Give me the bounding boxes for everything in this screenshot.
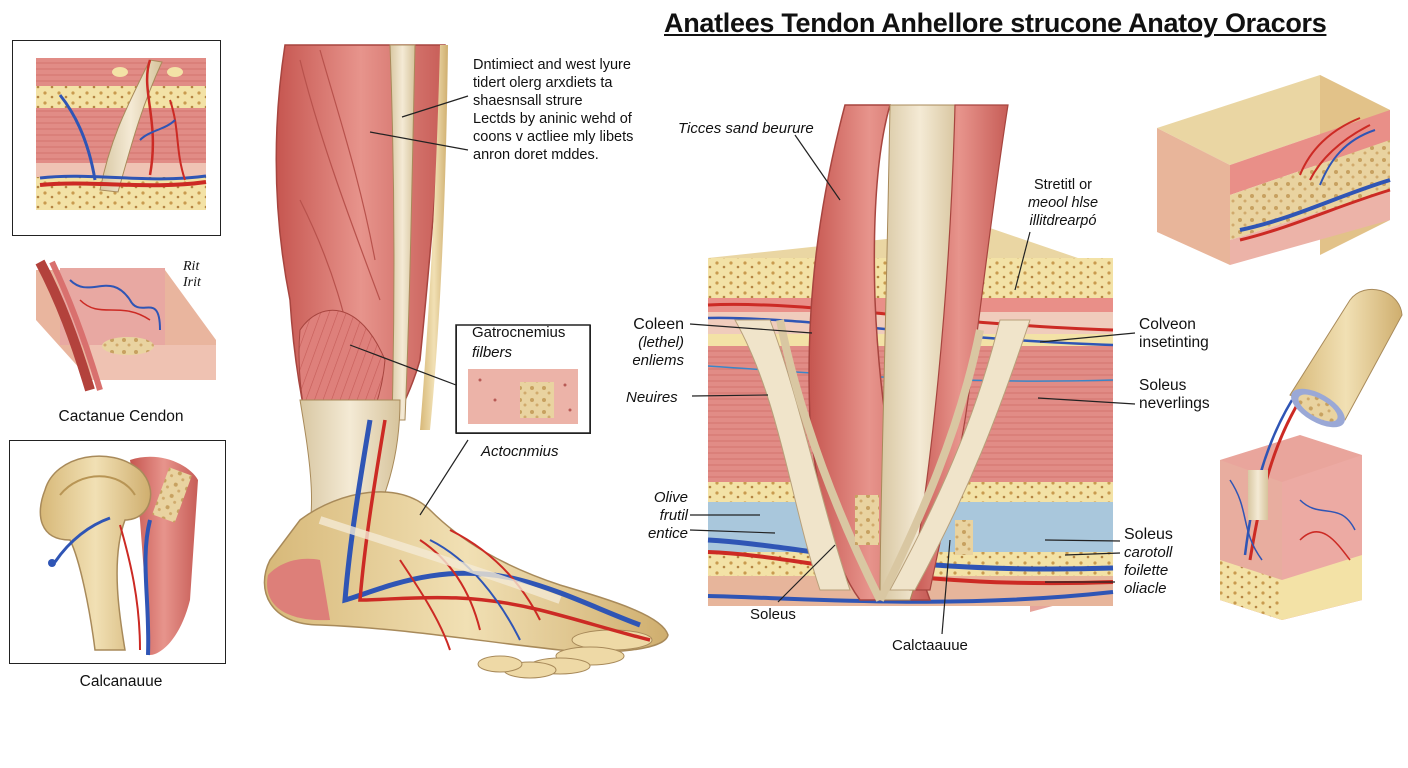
leader-lines xyxy=(349,95,1136,635)
label-stretti-line: meool hlse xyxy=(1027,195,1099,211)
label-coleen-line: Coleen xyxy=(633,316,684,333)
label-colveon-line: Colveon xyxy=(1139,316,1196,333)
label-calctaauue: Calctaauue xyxy=(892,637,968,654)
label-olive: Olive frutil entice xyxy=(600,489,688,543)
tissue-block-top-right xyxy=(1157,75,1391,265)
label-gastrocnemius: Gatrocnemius xyxy=(472,324,566,341)
label-soleus-bottom: Soleus xyxy=(750,606,796,623)
label-soleus-neverlings-line: neverlings xyxy=(1139,395,1210,412)
label-coleen-line: enliems xyxy=(632,352,684,369)
label-actocnmius: Actocnmius xyxy=(481,443,559,460)
label-rit-line: Rit xyxy=(183,259,200,274)
label-fibers: filbers xyxy=(472,344,513,361)
label-soleus-carotoll-line: carotoll xyxy=(1124,544,1173,561)
label-soleus-neverlings-line: Soleus xyxy=(1139,377,1187,394)
tissue-block-center xyxy=(707,104,1114,612)
label-colveon-line: insetinting xyxy=(1139,334,1209,351)
label-olive-line: Olive xyxy=(653,489,688,506)
label-olive-line: entice xyxy=(647,525,688,542)
tissue-section-top-left xyxy=(36,58,207,210)
label-cactanue-cendon: Cactanue Cendon xyxy=(58,408,184,425)
label-rit-line: Irit xyxy=(183,275,201,290)
label-soleus-carotoll: Soleus carotoll foilette oliacle xyxy=(1124,526,1173,598)
tendon-block-middle-left xyxy=(35,259,216,392)
tissue-block-bottom-right xyxy=(1220,288,1403,620)
label-tissues: Ticces sand beurure xyxy=(678,120,814,137)
top-note: Dntimiect and west lyure tidert olerg ar… xyxy=(473,56,633,164)
heel-bone-bottom-left xyxy=(39,455,198,656)
frame-top-left xyxy=(12,40,221,236)
top-note-line: anron doret mddes. xyxy=(473,147,599,163)
label-colveon: Colveon insetinting xyxy=(1139,316,1209,352)
leg-and-foot xyxy=(263,44,669,679)
label-soleus-neverlings: Soleus neverlings xyxy=(1139,377,1210,413)
top-note-line: coons v actliee mly libets xyxy=(473,129,634,145)
label-rit: Rit Irit xyxy=(183,259,201,291)
top-note-line: Dntimiect and west lyure xyxy=(473,57,631,73)
label-stretti: Stretitl or meool hlse illitdrearpó xyxy=(1004,176,1122,230)
frame-gastrocnemius xyxy=(456,325,591,434)
label-coleen-line: (lethel) xyxy=(638,334,684,351)
top-note-line: Lectds by aninic wehd of xyxy=(473,111,632,127)
frame-bottom-left xyxy=(9,440,226,664)
label-stretti-line: illitdrearpó xyxy=(1029,213,1097,229)
label-gastrocnemius-fibers: Gatrocnemius filbers xyxy=(472,323,565,363)
label-coleen: Coleen (lethel) enliems xyxy=(600,316,684,370)
label-soleus-carotoll-line: oliacle xyxy=(1124,580,1167,597)
label-soleus-carotoll-line: foilette xyxy=(1124,562,1169,579)
top-note-line: tidert olerg arxdiets ta xyxy=(473,75,613,91)
label-soleus-carotoll-line: Soleus xyxy=(1124,526,1173,543)
label-olive-line: frutil xyxy=(659,507,688,524)
label-stretti-line: Stretitl or xyxy=(1033,177,1092,193)
label-neuires: Neuires xyxy=(626,389,678,406)
page-title: Anatlees Tendon Anhellore strucone Anato… xyxy=(664,8,1327,38)
top-note-line: shaesnsall strure xyxy=(473,93,583,109)
label-calcanauue: Calcanauue xyxy=(79,673,163,690)
gastrocnemius-inset xyxy=(455,324,591,434)
